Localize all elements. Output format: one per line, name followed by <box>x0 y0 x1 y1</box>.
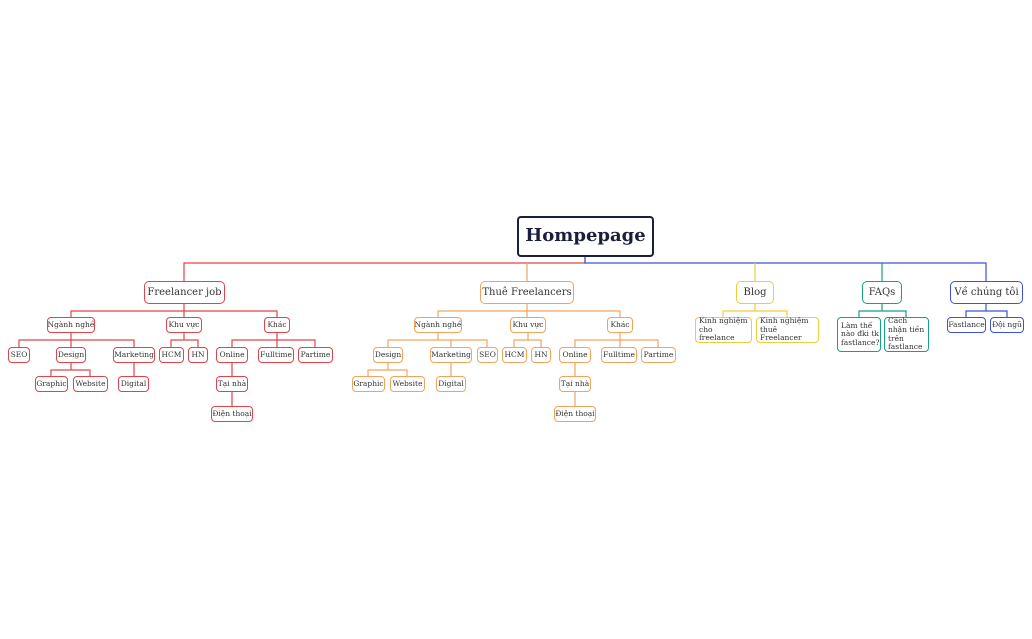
node-fj-seo[interactable]: SEO <box>8 347 30 363</box>
node-tf-digital[interactable]: Digital <box>436 376 466 392</box>
node-fj-hn[interactable]: HN <box>188 347 208 363</box>
node-tf-design[interactable]: Design <box>373 347 403 363</box>
node-fj-digital[interactable]: Digital <box>118 376 149 392</box>
connector-line <box>387 333 488 347</box>
node-fj-design[interactable]: Design <box>56 347 86 363</box>
node-tf-seo[interactable]: SEO <box>477 347 498 363</box>
node-freelancer-job[interactable]: Freelancer job <box>144 281 225 304</box>
connector-line <box>367 363 408 376</box>
node-fj-online[interactable]: Online <box>216 347 248 363</box>
connector-line <box>965 304 1008 317</box>
node-fj-fulltime[interactable]: Fulltime <box>258 347 294 363</box>
node-blog[interactable]: Blog <box>736 281 774 304</box>
node-tf-dien-thoai[interactable]: Điện thoại <box>554 406 596 422</box>
connector-line <box>18 333 135 347</box>
node-ve-fastlance[interactable]: Fastlance <box>947 317 986 333</box>
node-tf-hcm[interactable]: HCM <box>502 347 527 363</box>
node-fj-khu-vuc[interactable]: Khu vực <box>166 317 202 333</box>
node-fj-marketing[interactable]: Marketing <box>113 347 155 363</box>
connector-line <box>231 333 316 347</box>
node-thue-freelancers[interactable]: Thuê Freelancers <box>480 281 574 304</box>
node-fj-dien-thoai[interactable]: Điện thoại <box>211 406 253 422</box>
connector-line <box>183 257 586 281</box>
node-fj-website[interactable]: Website <box>73 376 108 392</box>
node-tf-khu-vuc[interactable]: Khu vực <box>510 317 546 333</box>
node-blog-kinh-nghiem-thue[interactable]: Kinh nghiệm thuê Freelancer <box>756 316 819 343</box>
node-tf-graphic[interactable]: Graphic <box>352 376 385 392</box>
connector-line <box>858 304 907 317</box>
connector-line <box>437 304 621 317</box>
node-tf-tai-nha[interactable]: Tại nhà <box>559 376 591 392</box>
node-tf-website[interactable]: Website <box>390 376 425 392</box>
node-blog-kinh-nghiem-freelance[interactable]: Kinh nghiệm cho freelance <box>695 316 752 343</box>
connector-line <box>584 257 987 281</box>
node-fj-khac[interactable]: Khác <box>264 317 290 333</box>
node-tf-hn[interactable]: HN <box>531 347 551 363</box>
connector-line <box>513 333 542 347</box>
connector-line <box>50 363 91 376</box>
node-tf-online[interactable]: Online <box>559 347 591 363</box>
node-fj-hcm[interactable]: HCM <box>159 347 184 363</box>
node-faqs-lam-the-nao[interactable]: Làm thế nào đki tk fastlance? <box>837 317 881 352</box>
node-tf-khac[interactable]: Khác <box>607 317 633 333</box>
node-faqs-cach-nhan-tien[interactable]: Cách nhận tiền trên fastlance <box>884 316 929 352</box>
node-tf-fulltime[interactable]: Fulltime <box>601 347 637 363</box>
node-fj-nganh-nghe[interactable]: Ngành nghề <box>47 317 95 333</box>
node-fj-partime[interactable]: Partime <box>298 347 333 363</box>
node-tf-nganh-nghe[interactable]: Ngành nghề <box>414 317 462 333</box>
connector-line <box>170 333 199 347</box>
connector-line <box>722 304 788 317</box>
connector-line <box>184 310 278 317</box>
node-tf-partime[interactable]: Partime <box>641 347 676 363</box>
node-faqs[interactable]: FAQs <box>862 281 902 304</box>
connector-line <box>574 333 659 347</box>
node-fj-tai-nha[interactable]: Tại nhà <box>216 376 248 392</box>
node-fj-graphic[interactable]: Graphic <box>35 376 68 392</box>
node-ve-chung-toi[interactable]: Về chúng tôi <box>950 281 1023 304</box>
node-ve-doi-ngu[interactable]: Đội ngũ <box>990 317 1024 333</box>
node-tf-marketing[interactable]: Marketing <box>430 347 472 363</box>
root-node-hompepage[interactable]: Hompepage <box>517 216 654 257</box>
connector-line <box>70 304 185 317</box>
